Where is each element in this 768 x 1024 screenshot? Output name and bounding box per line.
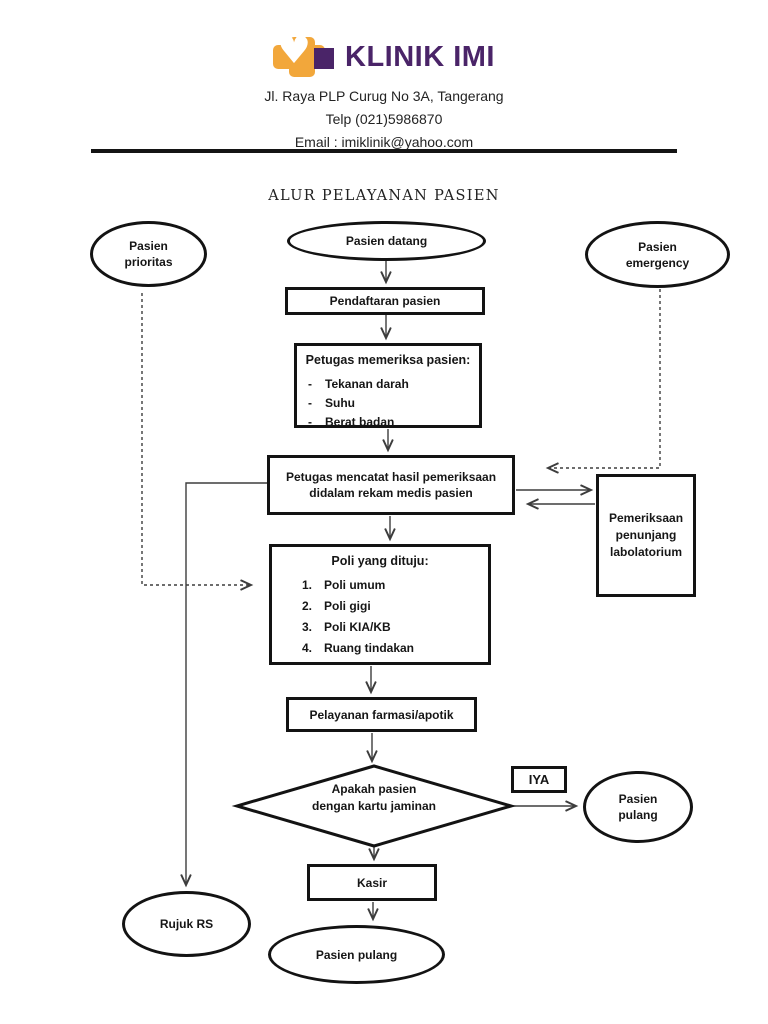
heart-icon: ♥ <box>277 28 312 72</box>
node-label: dengan kartu jaminan <box>311 799 437 813</box>
node-label: Pasien <box>129 239 168 253</box>
number: 4. <box>302 641 313 655</box>
node-iya-label: IYA <box>511 766 567 793</box>
node-label: Pelayanan farmasi/apotik <box>309 707 454 722</box>
list-item-label: Suhu <box>325 396 355 410</box>
arrow-rekam-rujuk-rs <box>186 482 267 885</box>
node-label: pulang <box>618 808 658 822</box>
node-farmasi-apotik: Pelayanan farmasi/apotik <box>286 697 477 732</box>
node-poli-yang-dituju: Poli yang dituju: 1. Poli umum 2. Poli g… <box>269 544 491 665</box>
number: 2. <box>302 599 313 613</box>
bullet: - <box>308 415 312 429</box>
node-laboratorium: Pemeriksaan penunjang labolatorium <box>596 474 696 597</box>
node-pasien-emergency: Pasien emergency <box>585 221 730 288</box>
poli-list: 1. Poli umum 2. Poli gigi 3. Poli KIA/KB… <box>272 575 488 659</box>
list-item: - Berat badan <box>297 413 479 432</box>
header-divider <box>91 149 677 153</box>
node-pasien-datang: Pasien datang <box>287 221 486 261</box>
list-item-label: Tekanan darah <box>325 377 409 391</box>
list-item: 1. Poli umum <box>272 575 488 596</box>
node-label: Pendaftaran pasien <box>329 294 441 308</box>
clinic-phone: Telp (021)5986870 <box>325 111 443 127</box>
clinic-logo: ♥ KLINIK IMI <box>0 30 768 78</box>
clinic-email: Email : imiklinik@yahoo.com <box>294 134 474 150</box>
node-petugas-memeriksa: Petugas memeriksa pasien: - Tekanan dara… <box>294 343 482 429</box>
node-pasien-pulang-kanan: Pasien pulang <box>583 771 693 843</box>
logo-accent-square <box>314 48 334 69</box>
bullet: - <box>308 377 312 391</box>
bullet: - <box>308 396 312 410</box>
list-item-label: Poli gigi <box>324 599 371 613</box>
node-rujuk-rs: Rujuk RS <box>122 891 251 957</box>
node-pasien-prioritas: Pasien prioritas <box>90 221 207 287</box>
node-label: prioritas <box>124 255 173 269</box>
node-label: Petugas mencatat hasil pemeriksaan <box>285 470 497 484</box>
node-label: didalam rekam medis pasien <box>309 486 473 500</box>
node-label: Pasien datang <box>345 234 428 248</box>
node-rekam-medis: Petugas mencatat hasil pemeriksaan didal… <box>267 455 515 515</box>
list-item: - Tekanan darah <box>297 375 479 394</box>
node-pendaftaran-pasien: Pendaftaran pasien <box>285 287 485 315</box>
node-label: Pasien <box>638 239 677 254</box>
node-label: Kasir <box>356 875 388 890</box>
node-label: Rujuk RS <box>159 917 214 931</box>
list-item-label: Berat badan <box>325 415 395 429</box>
clinic-name: KLINIK IMI <box>345 40 495 73</box>
check-list: - Tekanan darah - Suhu - Berat badan <box>297 375 479 432</box>
node-title: Poli yang dituju: <box>331 554 429 568</box>
arrow-prioritas-poli-dashed <box>141 293 251 585</box>
clinic-address: Jl. Raya PLP Curug No 3A, Tangerang <box>264 88 504 104</box>
list-item: - Suhu <box>297 394 479 413</box>
arrow-emergency-rekam-dashed <box>548 289 661 468</box>
node-label: Pasien pulang <box>315 947 398 962</box>
node-pasien-pulang-bawah: Pasien pulang <box>268 925 445 984</box>
node-label: IYA <box>528 771 550 787</box>
node-title: Petugas memeriksa pasien: <box>305 353 471 367</box>
list-item-label: Poli umum <box>324 578 386 592</box>
node-label: Pasien <box>618 792 658 806</box>
number: 3. <box>302 620 313 634</box>
node-label: emergency <box>625 255 690 270</box>
clinic-logo-icon: ♥ <box>273 30 335 77</box>
node-keputusan-jaminan: Apakah pasien dengan kartu jaminan <box>237 781 511 815</box>
node-label: labolatorium <box>609 545 682 559</box>
list-item: 4. Ruang tindakan <box>272 638 488 659</box>
node-label: Pemeriksaan <box>608 511 684 525</box>
number: 1. <box>302 578 313 592</box>
node-kasir: Kasir <box>307 864 437 901</box>
list-item-label: Poli KIA/KB <box>324 620 391 634</box>
node-label: Apakah pasien <box>331 782 417 796</box>
list-item-label: Ruang tindakan <box>324 641 415 655</box>
cross-icon <box>289 37 315 77</box>
list-item: 2. Poli gigi <box>272 596 488 617</box>
list-item: 3. Poli KIA/KB <box>272 617 488 638</box>
node-label: penunjang <box>615 528 677 542</box>
flowchart-title: ALUR PELAYANAN PASIEN <box>268 188 500 204</box>
